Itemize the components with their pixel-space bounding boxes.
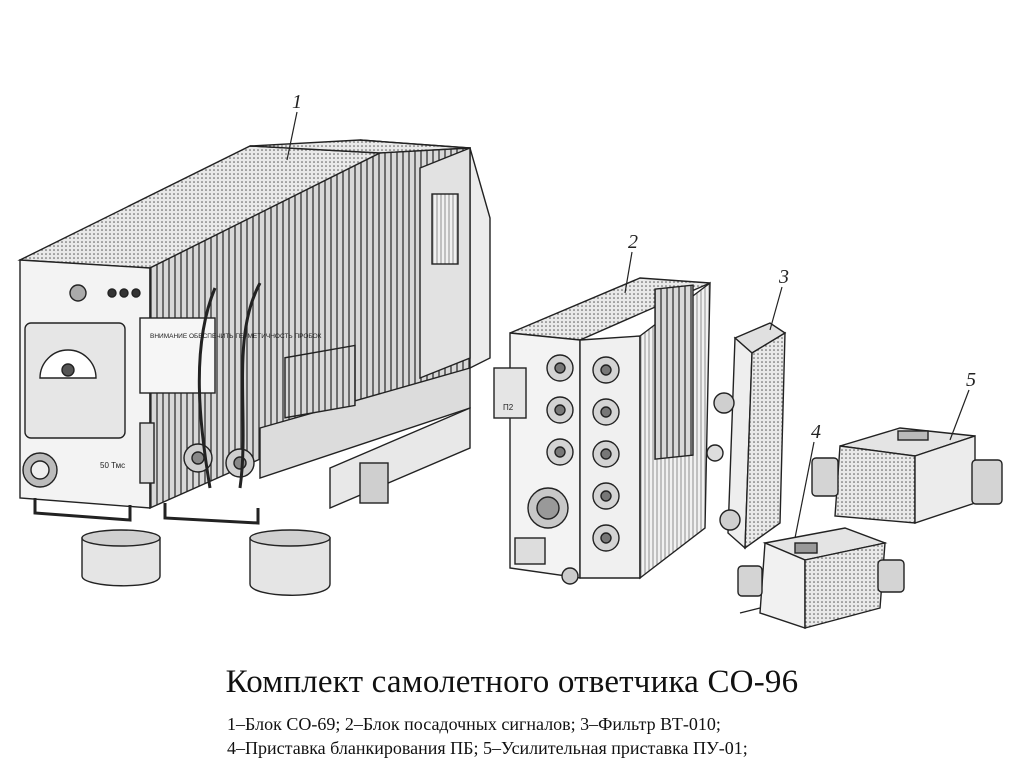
- so69-fuse-text: 50 Тмс: [100, 461, 125, 470]
- slide-title: Комплект самолетного ответчика СО-96: [225, 664, 799, 700]
- equipment-illustration: 1 ВНИМАНИЕ ОБЕСПЕЧИТЬ ГЕРМЕТИЧНОСТЬ ПРОБ…: [0, 68, 1024, 650]
- label-2: 2: [628, 231, 638, 253]
- caption-line-1: 1–Блок СО-69; 2–Блок посадочных сигналов…: [227, 714, 721, 734]
- unit-3-filter-vt010: [706, 322, 787, 550]
- label-5: 5: [966, 369, 976, 391]
- label-1: 1: [292, 91, 302, 113]
- label-3: 3: [778, 266, 789, 288]
- caption-line-2: 4–Приставка бланкирования ПБ; 5–Усилител…: [227, 738, 748, 758]
- equipment-drawing: 1 ВНИМАНИЕ ОБЕСПЕЧИТЬ ГЕРМЕТИЧНОСТЬ ПРОБ…: [17, 91, 1003, 629]
- unit-1-so69: [17, 139, 491, 596]
- so69-instruction-text: ВНИМАНИЕ ОБЕСПЕЧИТЬ ГЕРМЕТИЧНОСТЬ ПРОБОК: [150, 333, 322, 340]
- unit-2-landing-signal-block: [493, 277, 711, 585]
- label-4: 4: [811, 421, 821, 443]
- unit-4-blanking-unit: [737, 527, 905, 629]
- unit-5-amplifier-pu01: [811, 427, 1003, 524]
- connector-p2-text: П2: [503, 403, 514, 412]
